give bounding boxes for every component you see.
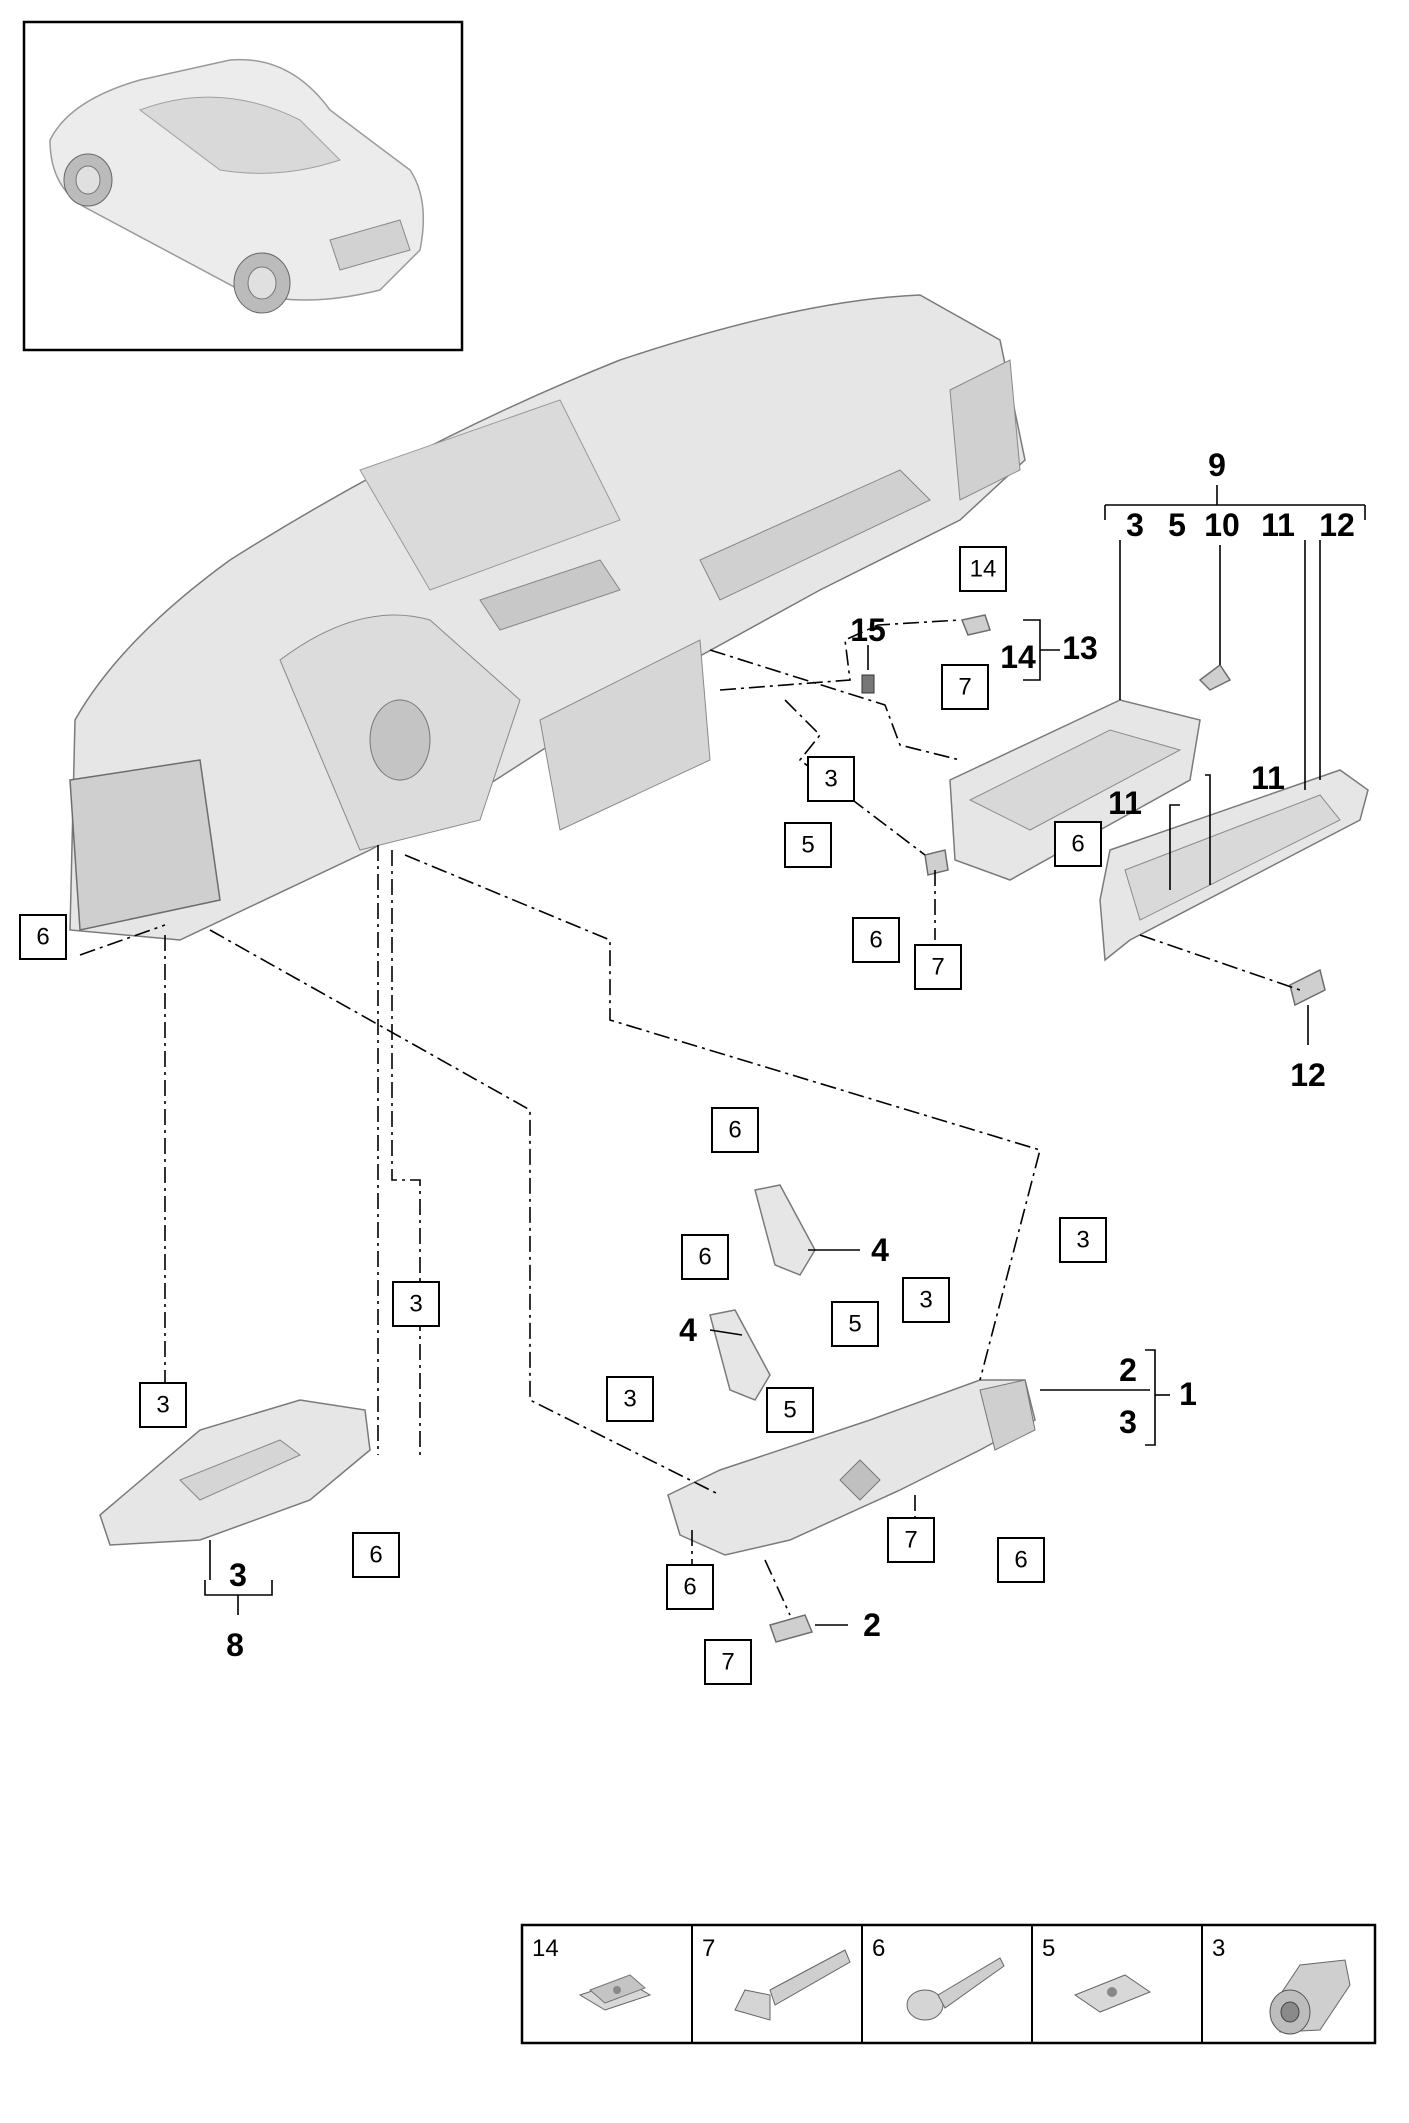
screw-icon <box>734 1949 851 2021</box>
legend-cell-3: 3 <box>1212 1935 1351 2035</box>
callout-box-7-mid: 7 <box>914 944 962 990</box>
svg-text:6: 6 <box>872 1935 885 1962</box>
expanding-nut-icon <box>1269 1959 1351 2035</box>
pad-part-15 <box>861 674 875 694</box>
svg-text:3: 3 <box>1076 1227 1089 1254</box>
box-callouts: 14 7 3 6 5 6 7 6 6 3 6 3 5 3 3 5 3 7 6 6… <box>19 546 1107 1685</box>
callout-1: 1 <box>1179 1376 1197 1412</box>
svg-text:7: 7 <box>904 1527 917 1554</box>
clip-nut-icon <box>578 1974 652 2011</box>
callout-box-3-low-right: 3 <box>1059 1217 1107 1263</box>
callout-box-3-left-mid: 3 <box>392 1281 440 1327</box>
fastener-legend: 14 7 6 5 <box>520 1923 1377 2045</box>
callout-box-5-low-a: 5 <box>831 1301 879 1347</box>
callout-box-7-bracket: 7 <box>887 1517 935 1563</box>
svg-text:6: 6 <box>683 1574 696 1601</box>
svg-text:5: 5 <box>783 1397 796 1424</box>
svg-text:6: 6 <box>1071 831 1084 858</box>
callout-4-a: 4 <box>871 1232 889 1268</box>
svg-text:6: 6 <box>36 924 49 951</box>
latch-part <box>1198 663 1232 691</box>
svg-text:3: 3 <box>1212 1935 1225 1962</box>
svg-text:6: 6 <box>369 1542 382 1569</box>
callout-box-3-left-low: 3 <box>139 1382 187 1428</box>
callout-10: 10 <box>1204 507 1240 543</box>
bracket-part-4-upper <box>754 1184 816 1276</box>
callout-box-5-low-b: 5 <box>766 1387 814 1433</box>
callout-box-7-top: 7 <box>941 664 989 710</box>
legend-cell-7: 7 <box>702 1935 851 2021</box>
svg-text:6: 6 <box>728 1117 741 1144</box>
callout-box-7-bracket2: 7 <box>704 1639 752 1685</box>
callout-box-3-mid: 3 <box>807 756 855 802</box>
callout-11-a: 11 <box>1251 760 1285 796</box>
dashboard-assembly-icon <box>69 294 1026 941</box>
callout-3-left: 3 <box>229 1557 247 1593</box>
callout-box-3-bracket: 3 <box>606 1376 654 1422</box>
callout-box-14-top: 14 <box>959 546 1007 592</box>
svg-text:3: 3 <box>919 1287 932 1314</box>
small-pad-part-2 <box>769 1614 814 1643</box>
svg-text:5: 5 <box>801 832 814 859</box>
strip-part <box>1289 968 1326 1007</box>
svg-text:7: 7 <box>702 1935 715 1962</box>
clip-part-14 <box>960 614 991 636</box>
svg-text:5: 5 <box>848 1311 861 1338</box>
callout-box-6-left-low: 6 <box>352 1532 400 1578</box>
callout-13: 13 <box>1062 630 1098 666</box>
callout-12-bottom: 12 <box>1290 1057 1326 1093</box>
svg-text:5: 5 <box>1042 1935 1055 1962</box>
callout-box-6-bracket: 6 <box>997 1537 1045 1583</box>
svg-text:6: 6 <box>1014 1547 1027 1574</box>
callout-5-group: 5 <box>1168 507 1186 543</box>
knee-bolster-bracket <box>667 1379 1036 1556</box>
svg-text:7: 7 <box>958 674 971 701</box>
spring-nut-icon <box>1073 1974 1152 2013</box>
callout-9: 9 <box>1208 447 1226 483</box>
left-bracket-part-8 <box>99 1399 371 1546</box>
callout-15: 15 <box>850 612 886 648</box>
callout-box-6-low-a: 6 <box>711 1107 759 1153</box>
svg-text:3: 3 <box>409 1291 422 1318</box>
callout-box-6-low-b: 6 <box>681 1234 729 1280</box>
bracket-part-4-lower <box>709 1309 771 1401</box>
svg-text:14: 14 <box>532 1935 559 1962</box>
svg-text:6: 6 <box>869 927 882 954</box>
callout-14: 14 <box>1000 639 1036 675</box>
callout-2-bottom: 2 <box>863 1607 881 1643</box>
svg-text:3: 3 <box>824 766 837 793</box>
callout-box-3-low-mid: 3 <box>902 1277 950 1323</box>
callout-box-6-mid: 6 <box>1054 821 1102 867</box>
legend-cell-5: 5 <box>1042 1935 1152 2013</box>
callout-box-6-mid2: 6 <box>852 917 900 963</box>
legend-cell-14: 14 <box>532 1935 652 2011</box>
legend-cell-6: 6 <box>872 1935 1005 2021</box>
car-thumbnail-icon <box>49 58 425 314</box>
bracket-part-5 <box>924 849 949 876</box>
svg-text:3: 3 <box>156 1392 169 1419</box>
svg-text:3: 3 <box>623 1386 636 1413</box>
callout-box-6-left: 6 <box>19 914 67 960</box>
self-tapping-screw-icon <box>906 1957 1005 2021</box>
callout-12-group: 12 <box>1319 507 1355 543</box>
callout-11-b: 11 <box>1108 785 1142 821</box>
callout-3-group: 3 <box>1126 507 1144 543</box>
bold-callouts: 9 3 5 10 11 12 15 13 14 11 11 12 4 4 2 3… <box>226 447 1355 1663</box>
callout-11-group: 11 <box>1261 507 1295 543</box>
callout-2-right: 2 <box>1119 1352 1137 1388</box>
svg-text:14: 14 <box>970 556 997 583</box>
callout-8: 8 <box>226 1627 244 1663</box>
callout-box-6-bracket2: 6 <box>666 1564 714 1610</box>
callout-4-b: 4 <box>679 1312 697 1348</box>
svg-text:7: 7 <box>931 954 944 981</box>
callout-box-5-mid: 5 <box>784 822 832 868</box>
glove-box-lid <box>1099 769 1369 962</box>
thumbnail-frame <box>22 20 464 352</box>
callout-3-right: 3 <box>1119 1404 1137 1440</box>
solid-leaders <box>204 485 1366 1626</box>
svg-text:7: 7 <box>721 1649 734 1676</box>
svg-text:6: 6 <box>698 1244 711 1271</box>
